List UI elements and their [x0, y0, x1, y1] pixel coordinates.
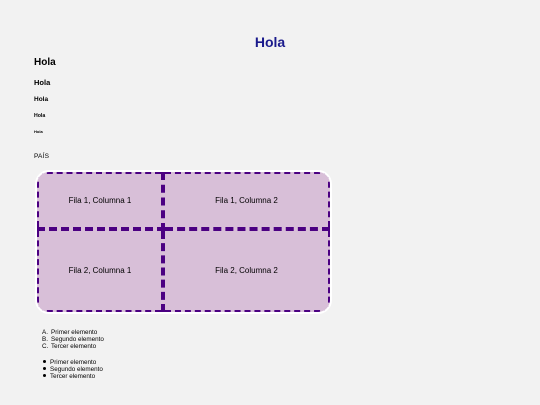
ordered-list: A.Primer elemento B.Segundo elemento C.T…	[42, 329, 104, 350]
heading-level-1: Hola	[34, 57, 56, 68]
list-item-label: Primer elemento	[51, 329, 98, 336]
list-item-label: Segundo elemento	[51, 336, 104, 343]
bullet-icon	[43, 374, 46, 377]
list-item: C.Tercer elemento	[42, 343, 104, 350]
page-title: Hola	[254, 34, 286, 50]
table-cell: Fila 2, Columna 1	[37, 227, 165, 312]
heading-level-3: Hola	[34, 96, 49, 103]
list-item-label: Tercer elemento	[50, 373, 96, 380]
list-marker: C.	[42, 343, 49, 350]
table-cell: Fila 2, Columna 2	[161, 227, 330, 312]
list-item: Tercer elemento	[43, 373, 103, 380]
heading-level-5: Hola	[34, 129, 43, 134]
heading-level-4: Hola	[34, 113, 46, 119]
list-item-label: Primer elemento	[50, 359, 97, 366]
bullet-icon	[43, 360, 46, 363]
list-marker: B.	[42, 336, 48, 343]
list-item: Primer elemento	[43, 359, 103, 366]
country-label: PAÍS	[34, 153, 50, 160]
table-cell: Fila 1, Columna 1	[37, 172, 165, 231]
list-item: B.Segundo elemento	[42, 336, 104, 343]
list-item-label: Segundo elemento	[50, 366, 103, 373]
table-row: Fila 2, Columna 1 Fila 2, Columna 2	[37, 227, 330, 312]
heading-level-2: Hola	[34, 78, 51, 87]
list-marker: A.	[42, 329, 48, 336]
data-table-container: Fila 1, Columna 1 Fila 1, Columna 2 Fila…	[35, 170, 332, 314]
list-item: Segundo elemento	[43, 366, 103, 373]
unordered-list: Primer elemento Segundo elemento Tercer …	[43, 359, 103, 380]
list-item-label: Tercer elemento	[51, 343, 97, 350]
table-cell: Fila 1, Columna 2	[161, 172, 330, 231]
data-table: Fila 1, Columna 1 Fila 1, Columna 2 Fila…	[37, 172, 330, 312]
bullet-icon	[43, 367, 46, 370]
list-item: A.Primer elemento	[42, 329, 104, 336]
table-row: Fila 1, Columna 1 Fila 1, Columna 2	[37, 172, 330, 231]
